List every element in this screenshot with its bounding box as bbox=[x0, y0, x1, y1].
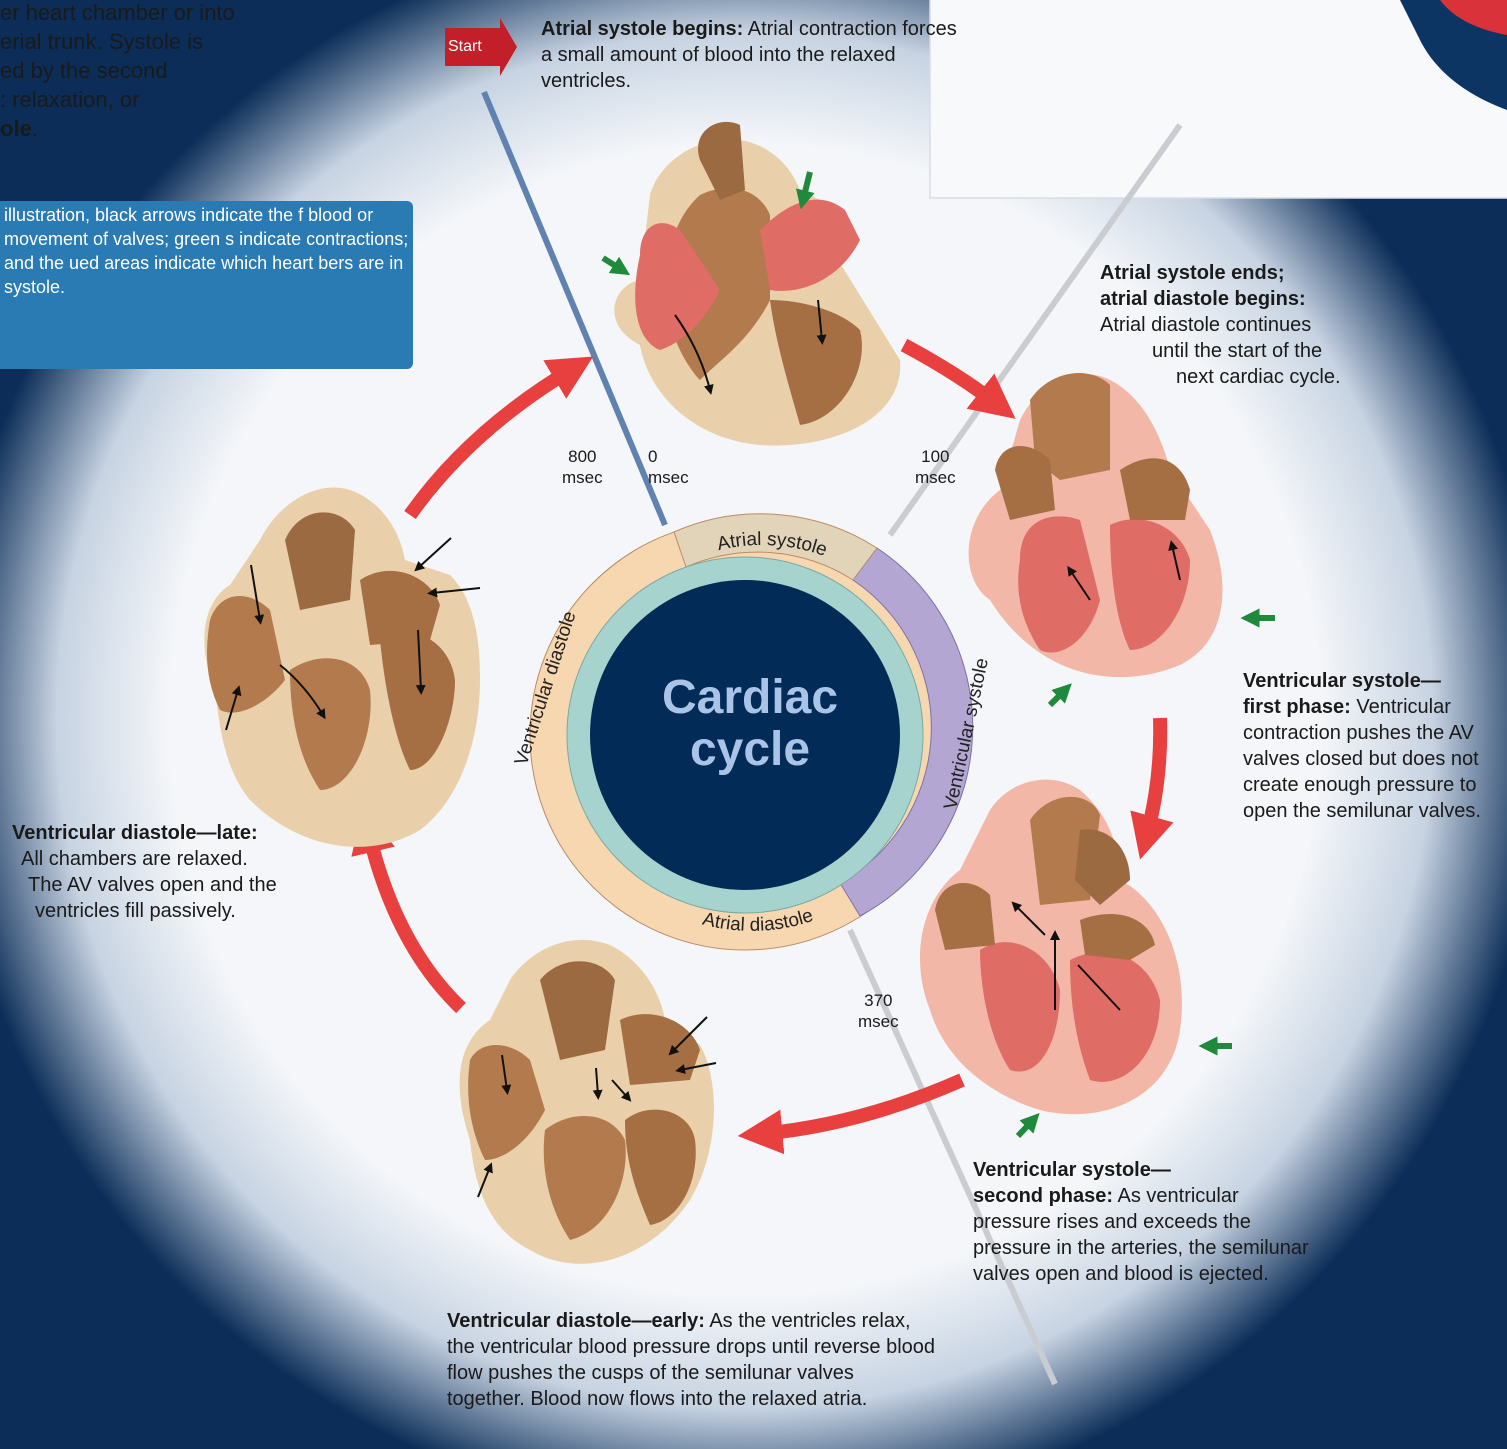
time-value: 800 bbox=[562, 446, 603, 467]
caption-title: Atrial systole begins: bbox=[541, 18, 743, 40]
intro-line: er heart chamber or into bbox=[0, 0, 330, 27]
intro-diastole-term: ole bbox=[0, 116, 32, 141]
legend-text: illustration, black arrows indicate the … bbox=[4, 203, 409, 299]
center-title-word: cycle bbox=[640, 724, 860, 776]
caption-title: Ventricular diastole—early: bbox=[447, 1310, 705, 1332]
caption-ventricular-systole-first: Ventricular systole— first phase: Ventri… bbox=[1243, 668, 1503, 824]
time-label-100: 100 msec bbox=[915, 446, 956, 488]
intro-text: er heart chamber or into erial trunk. Sy… bbox=[0, 0, 330, 143]
time-unit: msec bbox=[915, 467, 956, 488]
start-label: Start bbox=[448, 38, 482, 56]
caption-title: Atrial systole ends; bbox=[1100, 262, 1285, 284]
caption-title: second phase: bbox=[973, 1185, 1113, 1207]
caption-body: next cardiac cycle. bbox=[1100, 364, 1400, 390]
caption-body: ventricles fill passively. bbox=[12, 898, 342, 924]
caption-ventricular-diastole-late: Ventricular diastole—late: All chambers … bbox=[12, 820, 342, 924]
time-unit: msec bbox=[858, 1011, 899, 1032]
caption-title: Ventricular systole— bbox=[1243, 670, 1441, 692]
intro-line: erial trunk. Systole is bbox=[0, 27, 330, 56]
time-label-0: 0 msec bbox=[648, 446, 689, 488]
caption-atrial-systole-ends: Atrial systole ends; atrial diastole beg… bbox=[1100, 260, 1400, 390]
caption-title: first phase: bbox=[1243, 696, 1351, 718]
caption-title: Ventricular diastole—late: bbox=[12, 822, 258, 844]
caption-body: until the start of the bbox=[1100, 338, 1400, 364]
caption-title: Ventricular systole— bbox=[973, 1159, 1171, 1181]
caption-atrial-systole-begins: Atrial systole begins: Atrial contractio… bbox=[541, 16, 971, 94]
intro-line: ole. bbox=[0, 114, 330, 143]
caption-body: The AV valves open and the bbox=[12, 872, 342, 898]
caption-ventricular-diastole-early: Ventricular diastole—early: As the ventr… bbox=[447, 1308, 937, 1412]
time-label-800: 800 msec bbox=[562, 446, 603, 488]
intro-period: . bbox=[32, 116, 38, 141]
time-label-370: 370 msec bbox=[858, 990, 899, 1032]
caption-body: All chambers are relaxed. bbox=[12, 846, 342, 872]
time-unit: msec bbox=[648, 467, 689, 488]
intro-line: ed by the second bbox=[0, 56, 330, 85]
caption-title: atrial diastole begins: bbox=[1100, 288, 1306, 310]
intro-line: : relaxation, or bbox=[0, 85, 330, 114]
time-value: 0 bbox=[648, 446, 689, 467]
time-value: 370 bbox=[858, 990, 899, 1011]
legend-box: illustration, black arrows indicate the … bbox=[0, 201, 413, 369]
time-unit: msec bbox=[562, 467, 603, 488]
caption-ventricular-systole-second: Ventricular systole— second phase: As ve… bbox=[973, 1157, 1313, 1287]
caption-body: Atrial diastole continues bbox=[1100, 312, 1400, 338]
time-value: 100 bbox=[915, 446, 956, 467]
center-title-word: Cardiac bbox=[640, 672, 860, 724]
